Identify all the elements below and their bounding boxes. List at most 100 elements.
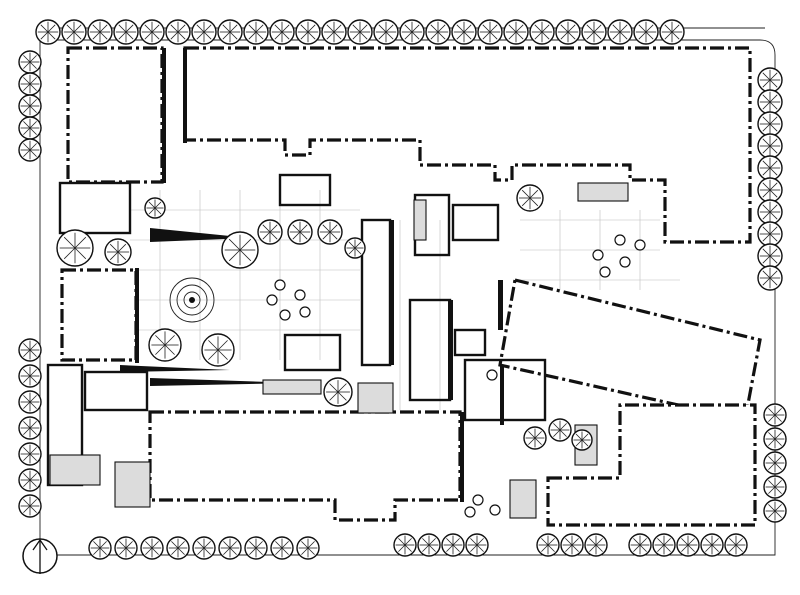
tree [191, 19, 217, 45]
cafe-table [274, 279, 286, 291]
tree [417, 533, 441, 557]
cafe-tables [266, 234, 646, 518]
tree [35, 19, 61, 45]
tree [104, 238, 132, 266]
building-west [60, 268, 138, 362]
tree [56, 229, 94, 267]
tree [114, 536, 138, 560]
tree [295, 19, 321, 45]
tree [18, 364, 42, 388]
tree [757, 221, 783, 247]
tree [763, 499, 787, 523]
cafe-table [464, 506, 476, 518]
cafe-table [486, 369, 498, 381]
tree [763, 427, 787, 451]
perimeter-trees [18, 19, 787, 560]
tree [296, 536, 320, 560]
tree [321, 19, 347, 45]
tree [18, 416, 42, 440]
tree [523, 426, 547, 450]
tree [317, 219, 343, 245]
tree [757, 243, 783, 269]
cafe-table [279, 309, 291, 321]
tree [548, 418, 572, 442]
tree [18, 72, 42, 96]
tree [113, 19, 139, 45]
building-north [183, 46, 752, 244]
tree [18, 494, 42, 518]
building-footprints [60, 46, 762, 527]
tree [724, 533, 748, 557]
cafe-table [294, 289, 306, 301]
tree [323, 377, 353, 407]
tree [269, 19, 295, 45]
building-south [148, 410, 462, 522]
cafe-table [599, 266, 611, 278]
tree [139, 19, 165, 45]
tree [633, 19, 659, 45]
tree [425, 19, 451, 45]
building-east-angled [498, 278, 762, 422]
cafe-table [472, 494, 484, 506]
tree [18, 338, 42, 362]
tree [148, 328, 182, 362]
tree [217, 19, 243, 45]
tree [465, 533, 489, 557]
tree [516, 184, 544, 212]
cafe-table [266, 294, 278, 306]
cafe-table [634, 239, 646, 251]
tree [347, 19, 373, 45]
tree [757, 199, 783, 225]
tree [88, 536, 112, 560]
tree [244, 536, 268, 560]
tree [757, 67, 783, 93]
tree [763, 451, 787, 475]
tree [393, 533, 417, 557]
tree [628, 533, 652, 557]
tree [757, 111, 783, 137]
tree [441, 533, 465, 557]
tree [581, 19, 607, 45]
cafe-table [619, 256, 631, 268]
tree [287, 219, 313, 245]
north-arrow-icon [22, 538, 58, 574]
tree [503, 19, 529, 45]
cafe-table [489, 504, 501, 516]
tree [763, 403, 787, 427]
tree [700, 533, 724, 557]
tree [477, 19, 503, 45]
tree [221, 231, 259, 269]
tree [18, 442, 42, 466]
tree [61, 19, 87, 45]
cafe-table [592, 249, 604, 261]
building-shadows [120, 48, 504, 502]
tree [18, 116, 42, 140]
tree [555, 19, 581, 45]
tree [757, 177, 783, 203]
tree [192, 536, 216, 560]
tree [571, 429, 593, 451]
tree [201, 333, 235, 367]
tree [257, 219, 283, 245]
cafe-table [614, 234, 626, 246]
tree [757, 133, 783, 159]
tree [676, 533, 700, 557]
fountain [169, 277, 215, 323]
tree [607, 19, 633, 45]
tree [529, 19, 555, 45]
tree [165, 19, 191, 45]
tree [373, 19, 399, 45]
tree [399, 19, 425, 45]
tree [218, 536, 242, 560]
tree [18, 94, 42, 118]
tree [140, 536, 164, 560]
tree [18, 390, 42, 414]
tree [243, 19, 269, 45]
tree [87, 19, 113, 45]
building-northwest [66, 46, 164, 184]
tree [166, 536, 190, 560]
tree [144, 197, 166, 219]
tree [757, 89, 783, 115]
